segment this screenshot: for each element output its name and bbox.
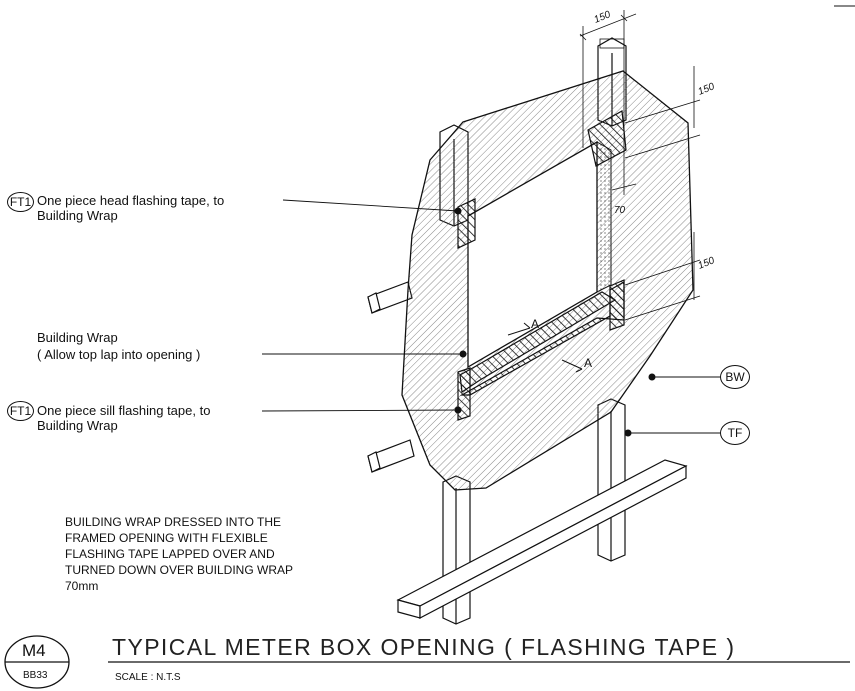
dim-reveal: 70: [614, 205, 626, 216]
ft1-sill-tag: FT1: [7, 401, 34, 421]
leader-dots: [454, 207, 656, 437]
dimension-lines: [579, 10, 701, 321]
section-marker-a: [507, 322, 583, 373]
ft1-head-label: One piece head flashing tape, to Buildin…: [37, 193, 225, 223]
section-a-top-label: A: [531, 317, 540, 331]
ft1-sill-label: One piece sill flashing tape, to Buildin…: [37, 403, 211, 433]
section-a-bottom-label: A: [584, 356, 593, 370]
drawing-title: TYPICAL METER BOX OPENING ( FLASHING TAP…: [112, 634, 736, 660]
tf-tag: TF: [720, 421, 750, 445]
detail-id: M4: [22, 641, 46, 660]
head-flashing-tape: [457, 110, 627, 249]
ft1-head-tag: FT1: [7, 192, 34, 212]
scale-label: SCALE : N.T.S: [115, 672, 181, 683]
sheet-ref: BB33: [23, 670, 48, 681]
building-wrap-label: Building Wrap ( Allow top lap into openi…: [37, 330, 201, 362]
sill-flashing-tape: [457, 279, 625, 421]
general-note: BUILDING WRAP DRESSED INTO THE FRAMED OP…: [65, 515, 294, 593]
leader-lines: [261, 199, 721, 434]
bw-tag: BW: [720, 365, 750, 389]
